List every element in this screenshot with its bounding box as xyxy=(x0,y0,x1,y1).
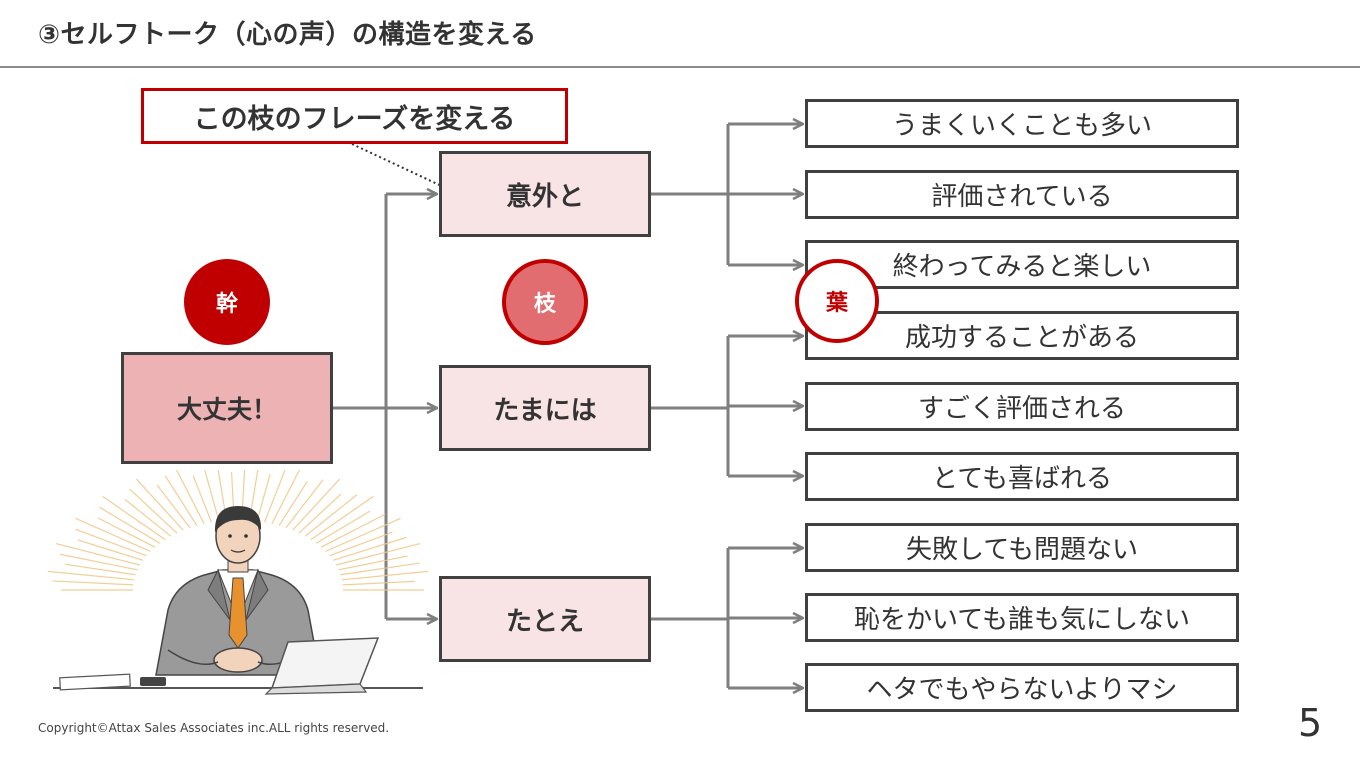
sunburst-ray xyxy=(325,517,401,552)
sunburst-ray xyxy=(298,493,342,534)
sunburst-ray xyxy=(263,470,286,523)
sunburst-ray xyxy=(310,495,374,541)
sunburst-ray xyxy=(338,555,408,571)
sunburst-ray xyxy=(48,570,135,581)
sunburst-ray xyxy=(304,494,358,537)
sunburst-ray xyxy=(204,470,220,522)
sunburst-ray xyxy=(97,517,156,548)
sunburst-ray xyxy=(335,542,421,566)
sunburst-ray xyxy=(320,513,386,548)
sunburst-ray xyxy=(329,531,393,557)
leaf-box-4: 成功することがある xyxy=(805,311,1239,360)
sunburst-ray xyxy=(75,517,151,552)
sunburst-ray xyxy=(175,470,205,525)
sunburst-ray xyxy=(292,478,341,531)
businessman-illustration xyxy=(48,470,428,695)
sunburst-ray xyxy=(75,528,147,557)
callout-change-phrase: この枝のフレーズを変える xyxy=(141,88,568,144)
sunburst-ray xyxy=(135,478,184,531)
title-divider xyxy=(0,66,1360,68)
copyright-text: Copyright©Attax Sales Associates inc.ALL… xyxy=(38,721,390,735)
sunburst-ray xyxy=(192,475,213,523)
slide-title: ③セルフトーク（心の声）の構造を変える xyxy=(38,20,537,50)
sunburst-ray xyxy=(99,506,161,544)
leaf-box-8: 恥をかいても誰も気にしない xyxy=(805,593,1239,642)
trunk-box: 大丈夫！ xyxy=(121,352,333,464)
sunburst-ray xyxy=(278,481,308,526)
sunburst-ray xyxy=(256,473,271,522)
sunburst-ray xyxy=(342,580,415,586)
sunburst-ray xyxy=(156,484,191,529)
branch-box-2: たまには xyxy=(439,365,651,451)
sunburst-ray xyxy=(341,570,428,581)
leaf-box-6: とても喜ばれる xyxy=(805,452,1239,501)
sunburst-ray xyxy=(164,475,198,526)
leaf-box-7: 失敗しても問題ない xyxy=(805,523,1239,572)
sunburst-rays xyxy=(48,470,428,591)
branch-box-1: 意外と xyxy=(439,151,651,237)
leaf-badge: 葉 xyxy=(795,259,879,343)
sunburst-ray xyxy=(315,510,371,544)
branch-box-3: たとえ xyxy=(439,576,651,662)
sunburst-ray xyxy=(55,542,141,566)
sunburst-ray xyxy=(129,488,178,534)
leaf-box-5: すごく評価される xyxy=(805,382,1239,431)
sunburst-ray xyxy=(340,562,420,576)
sunburst-ray xyxy=(102,495,166,541)
leaf-box-1: うまくいくことも多い xyxy=(805,99,1239,148)
sunburst-ray xyxy=(285,479,324,529)
sunburst-ray xyxy=(77,539,144,561)
trunk-badge: 幹 xyxy=(184,259,270,345)
sunburst-ray xyxy=(271,470,301,525)
leaf-box-3: 終わってみると楽しい xyxy=(805,240,1239,289)
leaf-box-2: 評価されている xyxy=(805,170,1239,219)
sunburst-ray xyxy=(332,536,407,561)
page-number: 5 xyxy=(1298,701,1323,745)
leaf-box-9: ヘタでもやらないよりマシ xyxy=(805,663,1239,712)
callout-pointer xyxy=(351,143,449,190)
sunburst-ray xyxy=(124,498,172,537)
sunburst-ray xyxy=(52,580,134,586)
branch-badge: 枝 xyxy=(502,259,588,345)
sunburst-ray xyxy=(65,563,136,576)
sunburst-ray xyxy=(59,553,138,571)
